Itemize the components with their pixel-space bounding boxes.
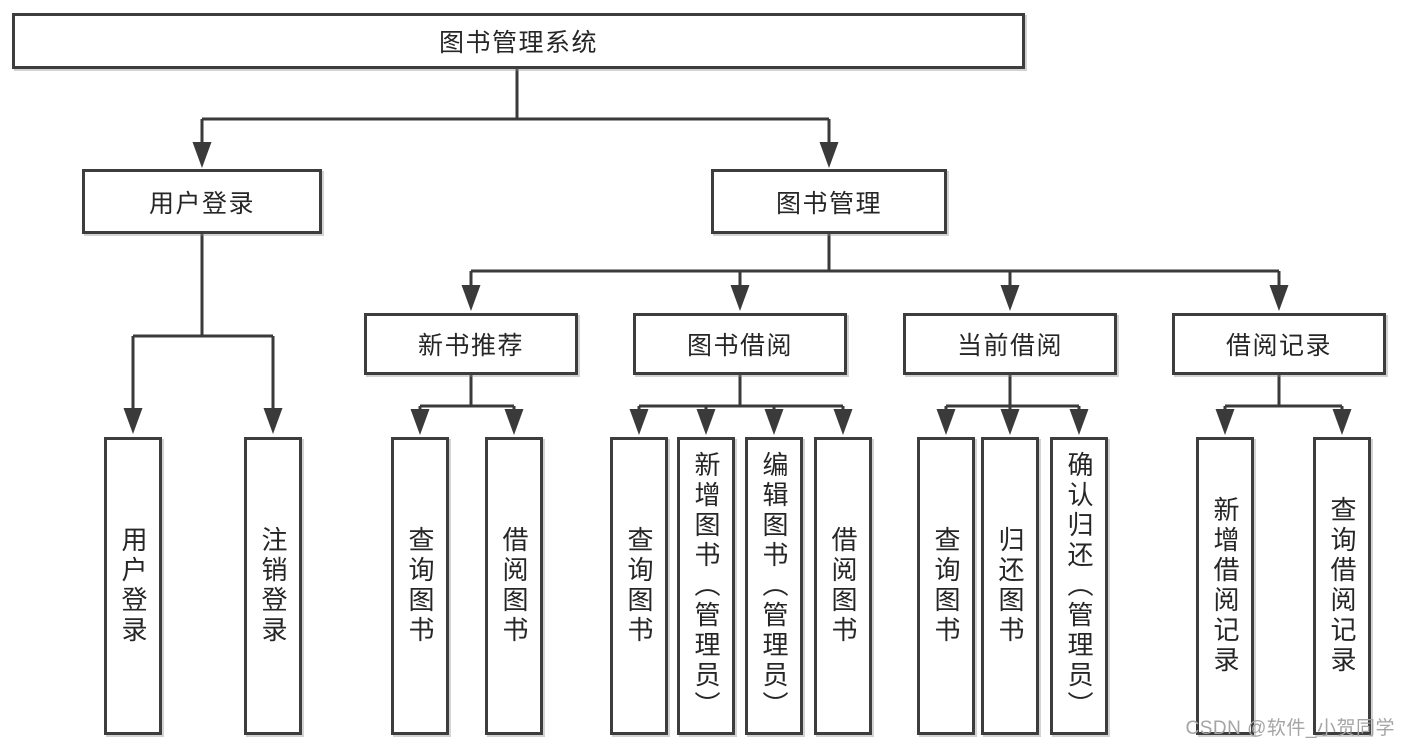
connector-newbook-to-leaves [418,375,516,414]
leaf-borrow-books-borrowing: 借阅图书 [814,437,872,735]
connector-borrowing-to-leaves [637,375,845,414]
leaf-borrow-books-borrowing-label: 借阅图书 [828,526,858,646]
leaf-add-book-admin: 新增图书（管理员） [677,437,735,735]
leaf-query-books-recommend-label: 查询图书 [405,526,435,646]
leaf-query-books-borrowing-label: 查询图书 [624,526,654,646]
leaf-return-book-label: 归还图书 [995,526,1025,646]
leaf-logout-label: 注销登录 [258,526,288,646]
connector-root-to-level2 [200,68,831,147]
leaf-user-login: 用户登录 [104,437,162,735]
leaf-add-borrow-record-label: 新增借阅记录 [1210,496,1240,676]
leaf-edit-book-admin-label: 编辑图书（管理员） [759,451,789,721]
leaf-confirm-return-admin-label: 确认归还（管理员） [1064,451,1094,721]
leaf-edit-book-admin: 编辑图书（管理员） [745,437,803,735]
leaf-return-book: 归还图书 [981,437,1039,735]
connector-bookmgmt-to-level3 [469,234,1281,291]
leaf-add-borrow-record: 新增借阅记录 [1196,437,1254,735]
leaf-confirm-return-admin: 确认归还（管理员） [1050,437,1108,735]
leaf-logout: 注销登录 [244,437,302,735]
leaf-borrow-books-recommend: 借阅图书 [485,437,543,735]
leaf-borrow-books-recommend-label: 借阅图书 [499,526,529,646]
leaf-query-books-current-label: 查询图书 [931,526,961,646]
node-book-management: 图书管理 [711,169,947,234]
node-borrow-records: 借阅记录 [1172,313,1386,375]
leaf-user-login-label: 用户登录 [118,526,148,646]
node-current-borrowing: 当前借阅 [903,313,1117,375]
connector-records-to-leaves [1223,375,1344,414]
node-book-borrowing: 图书借阅 [633,313,847,375]
node-new-book-recommend: 新书推荐 [364,313,578,375]
leaf-query-books-borrowing: 查询图书 [610,437,668,735]
leaf-query-borrow-record-label: 查询借阅记录 [1327,496,1357,676]
leaf-query-borrow-record: 查询借阅记录 [1313,437,1371,735]
watermark: CSDN @软件_小贺同学 [1185,718,1395,739]
connector-lines [131,68,1344,414]
leaf-query-books-current: 查询图书 [917,437,975,735]
leaf-add-book-admin-label: 新增图书（管理员） [691,451,721,721]
connector-current-to-leaves [944,375,1081,414]
connector-userlogin-to-leaves [131,234,275,412]
leaf-query-books-recommend: 查询图书 [391,437,449,735]
node-library-system: 图书管理系统 [12,13,1025,69]
node-user-login: 用户登录 [82,169,322,234]
